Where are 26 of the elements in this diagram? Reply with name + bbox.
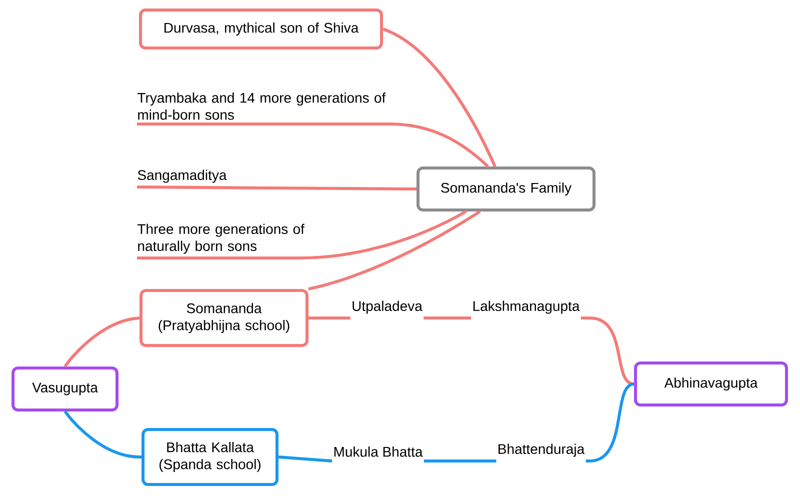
concept-box: Somananda's Family (416, 166, 596, 212)
connector (424, 316, 472, 320)
concept-box: Somananda (Pratyabhijna school) (140, 289, 308, 347)
branch-label: Mukula Bhatta (334, 446, 423, 457)
connector (278, 456, 332, 462)
connector (424, 460, 496, 462)
concept-box: Bhatta Kallata (Spanda school) (142, 428, 278, 486)
connector (580, 316, 634, 386)
connector (64, 410, 142, 458)
connector (137, 122, 490, 168)
branch-label: Tryambaka and 14 more generations of mind-born sons (138, 92, 386, 120)
connector (308, 210, 481, 290)
connector (382, 28, 496, 168)
connector (137, 210, 467, 260)
branch-label: Utpaladeva (352, 300, 422, 314)
concept-box: Durvasa, mythical son of Shiva (139, 8, 383, 50)
concept-box: Abhinavagupta (634, 362, 788, 406)
branch-label: Bhattenduraja (498, 444, 585, 457)
branch-label: Three more generations of naturally born sons (138, 224, 304, 254)
branch-label: Sangamaditya (138, 170, 227, 183)
connector (586, 382, 634, 462)
concept-box: Vasugupta (12, 366, 118, 412)
connector (64, 316, 140, 368)
connector (137, 186, 417, 190)
connector (308, 316, 350, 320)
branch-label: Lakshmanagupta (473, 300, 580, 314)
